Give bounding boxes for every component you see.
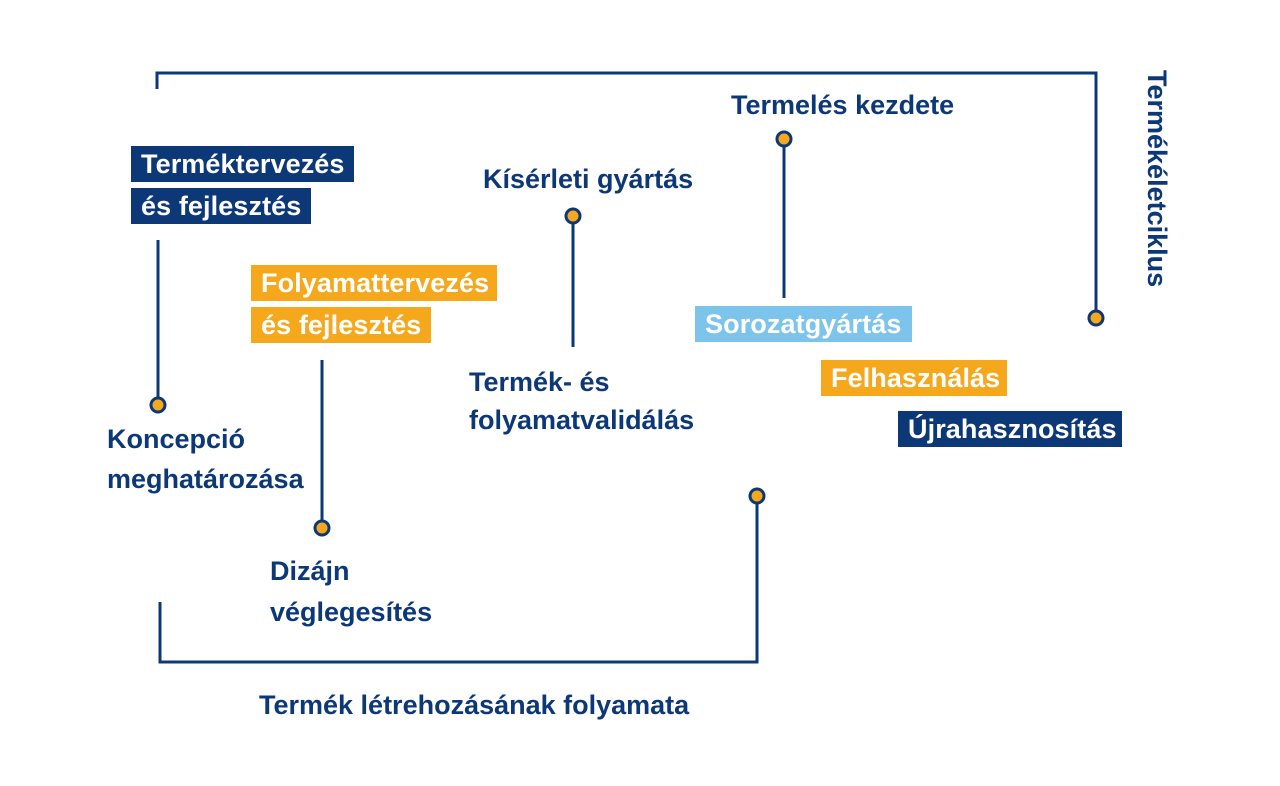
lifecycle-end-dot xyxy=(1087,309,1105,327)
pilot-production-label: Kísérleti gyártás xyxy=(483,164,694,194)
creation-process-bracket xyxy=(158,496,759,664)
process-design-label-line2: és fejlesztés xyxy=(251,307,431,343)
pilot-dot xyxy=(564,207,582,225)
design-final-dot xyxy=(313,519,331,537)
usage-label: Felhasználás xyxy=(821,360,1007,396)
concept-dot xyxy=(149,396,167,414)
concept-label-line2: meghatározása xyxy=(107,464,304,494)
production-start-dot xyxy=(775,130,793,148)
concept-label-line1: Koncepció xyxy=(107,424,246,454)
product-design-label-line1: Terméktervezés xyxy=(131,146,354,182)
production-start-label: Termelés kezdete xyxy=(731,90,955,120)
validation-label-line2: folyamatvalidálás xyxy=(469,405,695,435)
process-design-label-line1: Folyamattervezés xyxy=(251,265,497,301)
lifecycle-label: Termékéletciklus xyxy=(1142,70,1172,288)
creation-end-dot xyxy=(748,487,766,505)
creation-process-label: Termék létrehozásának folyamata xyxy=(259,690,690,720)
lifecycle-bracket xyxy=(155,71,1098,318)
design-final-label-line1: Dizájn xyxy=(270,556,350,586)
design-final-label-line2: véglegesítés xyxy=(270,597,433,627)
product-design-label-line2: és fejlesztés xyxy=(131,188,311,224)
recycling-label: Újrahasznosítás xyxy=(898,411,1122,447)
validation-label-line1: Termék- és xyxy=(469,367,610,397)
series-production-label: Sorozatgyártás xyxy=(695,306,912,342)
